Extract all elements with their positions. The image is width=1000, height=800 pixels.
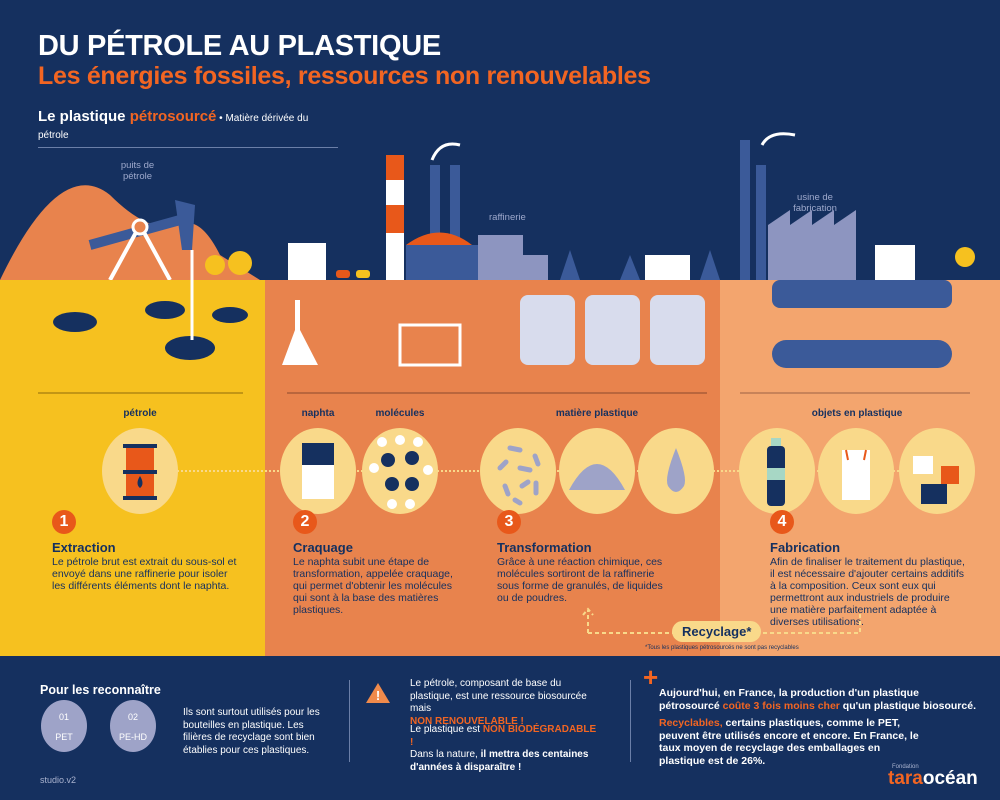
recycling-fact: Recyclables, certains plastiques, comme …	[659, 717, 929, 767]
building	[288, 243, 326, 280]
fact-emphasis: Recyclables,	[659, 717, 723, 729]
recycling-footnote: *Tous les plastiques pétrosourcés ne son…	[645, 645, 799, 651]
oil-barrel-icon	[102, 428, 178, 514]
label-petrole: pétrole	[123, 408, 157, 419]
step-1-number: 1	[52, 510, 76, 534]
heading-text: Le plastique	[38, 108, 130, 125]
warning-text: Dans la nature,	[410, 749, 481, 760]
fact-emphasis: coûte 3 fois moins cher	[722, 699, 840, 712]
house	[645, 255, 690, 280]
divider	[38, 392, 243, 394]
recycle-name: PET	[55, 732, 73, 742]
molecules-icon	[362, 428, 438, 514]
step-3-number: 3	[497, 510, 521, 534]
page-subtitle: Les énergies fossiles, ressources non re…	[38, 62, 651, 90]
fact-text: Aujourd'hui, en France, la production d'…	[659, 687, 919, 712]
recycle-code: 01	[58, 712, 69, 722]
granules-icon	[480, 428, 556, 514]
heading-note: • Matière dérivée du pétrole	[38, 113, 309, 141]
divider	[349, 680, 350, 762]
recognize-text: Ils sont surtout utilisés pour les boute…	[183, 707, 320, 756]
recycle-name: PE-HD	[118, 732, 147, 742]
logo-part: tara	[888, 768, 923, 789]
factory-icon	[740, 132, 856, 280]
divider	[630, 680, 631, 762]
naphta-container-icon	[280, 428, 356, 514]
cost-fact: Aujourd'hui, en France, la production d'…	[659, 687, 979, 712]
powder-icon	[559, 428, 635, 514]
step-2-text: Le naphta subit une étape de transformat…	[293, 556, 453, 616]
bottle-icon	[739, 428, 815, 514]
warning-bold: il mettra des centaines d'années à dispa…	[410, 749, 589, 773]
step-4-text: Afin de finaliser le traitement du plast…	[770, 556, 965, 628]
factory-label: usine de fabrication	[793, 192, 837, 214]
shop	[875, 245, 915, 280]
credit: studio.v2	[40, 775, 77, 785]
refinery-label: raffinerie	[489, 212, 526, 223]
warning-emphasis: NON BIODÉGRADABLE !	[410, 724, 597, 748]
process-illustration	[53, 280, 952, 368]
fact-text: qu'un plastique biosourcé.	[839, 699, 976, 712]
refinery-icon	[386, 142, 548, 280]
toy-bricks-icon	[899, 428, 975, 514]
fact-text: certains plastiques, comme le PET, peuve…	[659, 717, 919, 767]
divider	[287, 392, 707, 394]
step-1-text: Le pétrole brut est extrait du sous-sol …	[52, 556, 237, 592]
recycling-badge: Recyclage*	[672, 621, 762, 642]
step-2-title: Craquage	[293, 540, 353, 555]
industry-scene-illustration	[0, 132, 975, 285]
step-2-number: 2	[293, 510, 317, 534]
step-4-number: 4	[770, 510, 794, 534]
label-matiere-plastique: matière plastique	[555, 408, 639, 419]
recognize-title: Pour les reconnaître	[40, 683, 161, 697]
section-heading: Le plastique pétrosourcé • Matière dériv…	[38, 108, 338, 148]
well-label: puits de pétrole	[120, 160, 155, 182]
logo-part: océan	[922, 768, 978, 789]
page-title: DU PÉTROLE AU PLASTIQUE	[38, 30, 441, 62]
label-naphta: naphta	[301, 408, 335, 419]
warning-renewable: Le pétrole, composant de base du plastiq…	[410, 678, 595, 728]
step-3-text: Grâce à une réaction chimique, ces moléc…	[497, 556, 663, 604]
step-4-title: Fabrication	[770, 540, 841, 555]
warning-biodegradable: Le plastique est NON BIODÉGRADABLE !Dans…	[410, 724, 600, 774]
logo-small: Fondation	[892, 764, 919, 770]
plastic-bag-icon	[818, 428, 894, 514]
step-3-title: Transformation	[497, 540, 592, 555]
warning-emphasis: NON RENOUVELABLE !	[410, 715, 524, 727]
svg-text:!: !	[376, 688, 380, 703]
plus-icon: +	[643, 662, 659, 692]
heading-highlight: pétrosourcé	[129, 108, 217, 125]
step-1-title: Extraction	[52, 540, 116, 555]
label-molecules: molécules	[375, 408, 425, 419]
recycle-code: 02	[127, 712, 138, 722]
liquid-drop-icon	[638, 428, 714, 514]
recycling-arrow	[582, 607, 861, 634]
label-objets: objets en plastique	[811, 408, 903, 419]
divider	[740, 392, 970, 394]
warning-text: Le plastique est	[410, 724, 483, 735]
warning-icon: !	[366, 683, 390, 703]
warning-text: Le pétrole, composant de base du plastiq…	[410, 678, 587, 714]
